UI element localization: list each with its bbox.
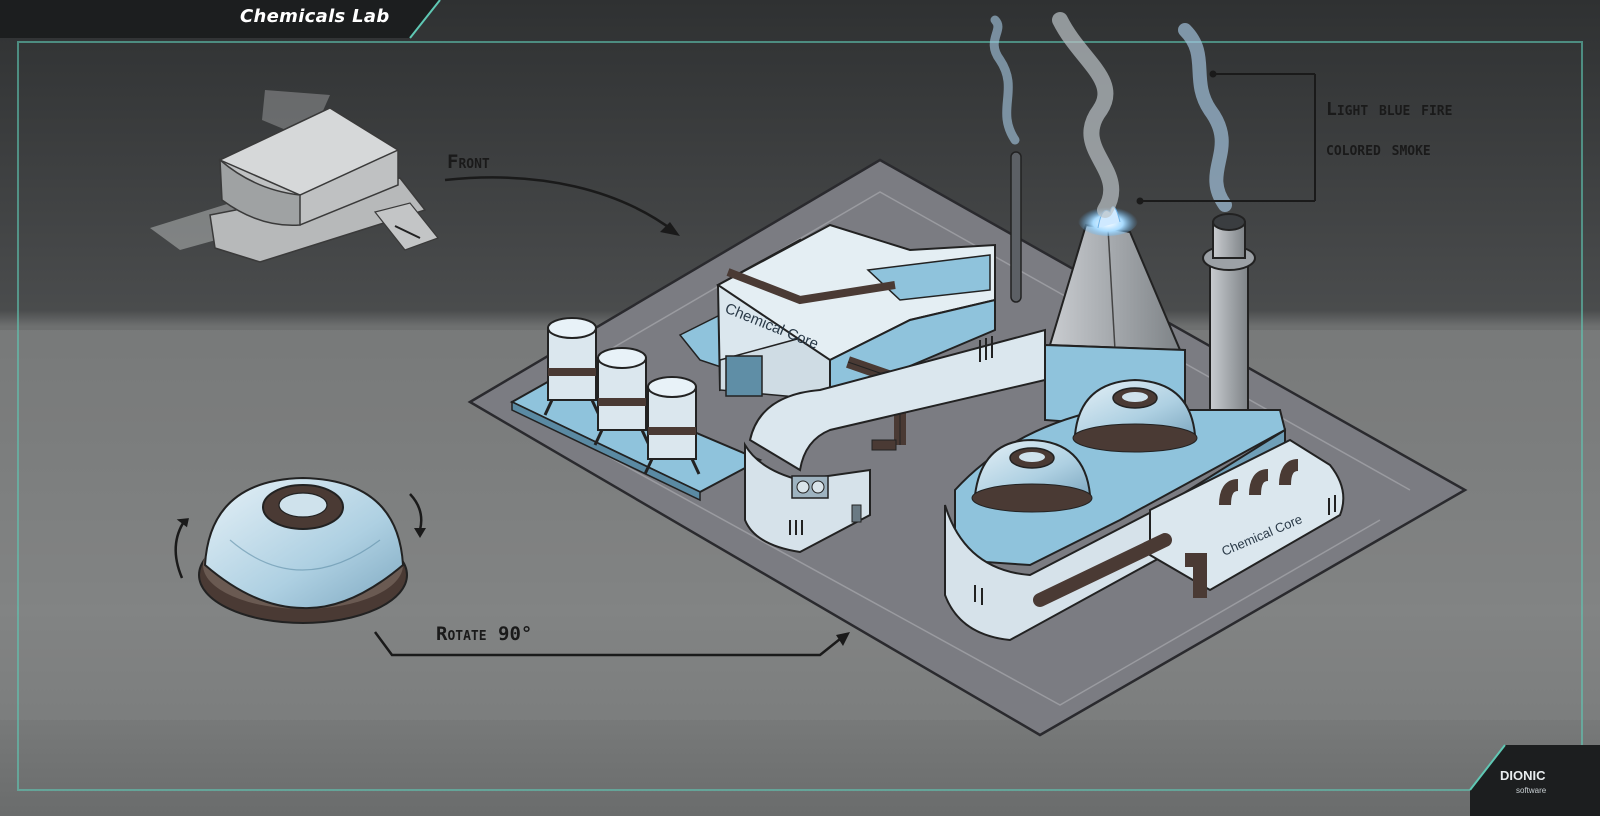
rotate-arrow: [373, 631, 846, 657]
curved-connector: [744, 328, 1046, 554]
cylinder-chimney: [1202, 213, 1256, 429]
front-sketch-building: [150, 90, 439, 263]
plate-marking-2: [559, 429, 1381, 706]
smoke-plumes: [989, 12, 1232, 218]
title-tab: [0, 0, 440, 38]
title-tab-accent: [409, 0, 441, 39]
front-label: Front: [447, 151, 490, 173]
tank: [543, 317, 601, 416]
frame-border: [17, 41, 1583, 791]
vent-pole: [1010, 151, 1022, 303]
smoke-callout: [1136, 70, 1316, 205]
rotate-arrow-head: [836, 632, 850, 646]
logo-sub: software: [1516, 786, 1547, 795]
logo-plate: [1470, 745, 1600, 816]
storage-tanks: [509, 317, 763, 502]
tank: [593, 347, 651, 446]
title-tab-label-holder: Chemicals Lab: [0, 0, 440, 38]
rotating-dome: [174, 476, 426, 624]
logo-plate-accent: [1469, 744, 1506, 791]
front-arrow: [444, 176, 676, 233]
smoke-label-line2: colored smoke: [1326, 139, 1431, 160]
front-arrow-head: [660, 222, 680, 236]
reactor-block: Chemical Core: [944, 378, 1345, 642]
rotate-label: Rotate 90°: [436, 623, 532, 645]
tank: [643, 376, 701, 475]
page-title: Chemicals Lab: [240, 6, 390, 27]
chemical-core-building: Chemical Core: [678, 223, 996, 451]
logo-name: DIONIC: [1500, 768, 1546, 783]
smoke-label-line1: Light blue fire: [1326, 99, 1452, 120]
